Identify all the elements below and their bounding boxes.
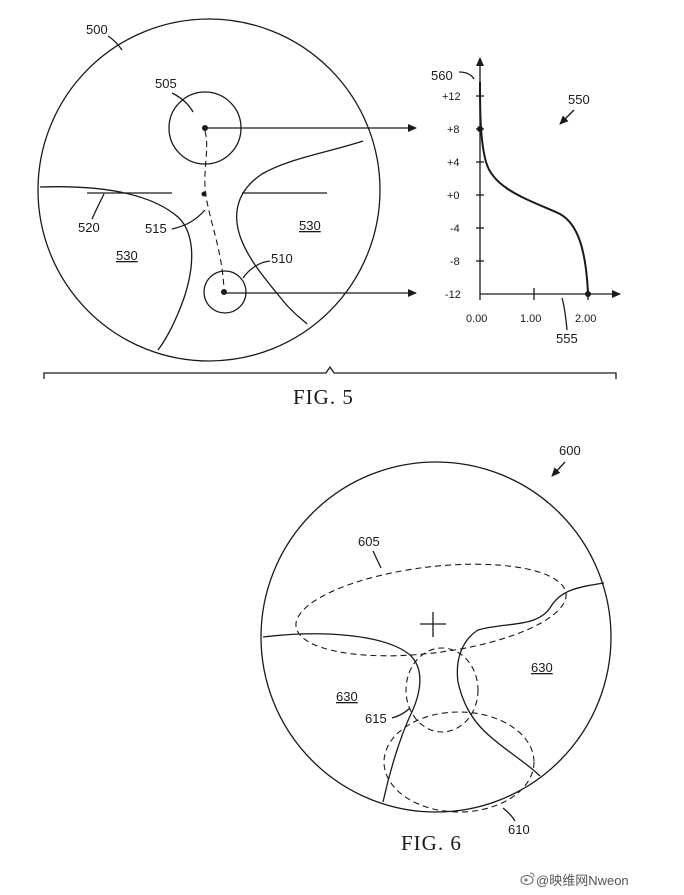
label-515: 515 <box>145 221 167 236</box>
watermark: @映维网Nweon <box>520 872 629 888</box>
watermark-text: @映维网Nweon <box>536 873 629 888</box>
graph-curve <box>479 81 589 295</box>
fig6-boundary-right <box>456 582 605 777</box>
fig5-main-circle <box>37 18 381 362</box>
leader-615 <box>391 707 411 719</box>
fig5-brace <box>43 365 617 379</box>
label-510: 510 <box>271 251 293 266</box>
leader-520 <box>91 193 105 220</box>
x-tick-label: 0.00 <box>466 313 487 325</box>
dashed-ellipse-605 <box>295 563 567 657</box>
y-tick-label: +0 <box>447 190 460 202</box>
graph-point-top <box>477 126 483 132</box>
graph-point-bottom <box>585 291 591 297</box>
label-560: 560 <box>431 68 453 83</box>
label-550: 550 <box>568 92 590 107</box>
label-530-right: 530 <box>299 218 321 233</box>
dashed-ellipse-615 <box>405 647 479 733</box>
label-555: 555 <box>556 331 578 346</box>
arrow-600 <box>551 461 566 477</box>
fig6-caption: FIG. 6 <box>401 831 462 855</box>
label-500: 500 <box>86 22 108 37</box>
leader-560 <box>458 71 475 80</box>
boundary-left <box>39 186 193 351</box>
label-630-right: 630 <box>531 660 553 675</box>
y-tick-label: -4 <box>450 223 460 235</box>
fig6-main-circle <box>260 461 612 813</box>
dashed-ellipse-610 <box>383 711 535 813</box>
label-610: 610 <box>508 822 530 837</box>
leader-610 <box>502 807 516 822</box>
dashed-path-515 <box>204 130 225 290</box>
label-630-left: 630 <box>336 689 358 704</box>
label-600: 600 <box>559 443 581 458</box>
y-tick-label: +4 <box>447 157 460 169</box>
fig5-diagram: 500 505 510 515 520 530 530 <box>37 18 417 362</box>
weibo-logo-icon <box>520 872 535 886</box>
arrow-550 <box>559 109 575 125</box>
y-tick-label: -12 <box>445 289 461 301</box>
leader-515 <box>171 209 206 230</box>
y-tick-label: -8 <box>450 256 460 268</box>
y-tick-label: +8 <box>447 124 460 136</box>
label-615: 615 <box>365 711 387 726</box>
label-505: 505 <box>155 76 177 91</box>
leader-505 <box>171 92 194 113</box>
leader-605 <box>372 550 382 569</box>
leader-510 <box>242 260 271 279</box>
x-tick-label: 1.00 <box>520 313 541 325</box>
fig6-boundary-left <box>262 633 421 803</box>
fig6-diagram: 600 605 615 610 630 630 <box>260 443 612 837</box>
fig5-caption: FIG. 5 <box>293 385 354 409</box>
label-530-left: 530 <box>116 248 138 263</box>
leader-555 <box>561 297 568 331</box>
label-520: 520 <box>78 220 100 235</box>
dot-510 <box>221 289 227 295</box>
boundary-right <box>236 140 364 325</box>
y-tick-label: +12 <box>442 91 461 103</box>
leader-500 <box>107 35 123 51</box>
label-605: 605 <box>358 534 380 549</box>
circle-510 <box>203 270 247 314</box>
fig5-graph-550: +12 +8 +4 +0 -4 -8 -12 0.00 1.00 2.00 56… <box>431 57 621 346</box>
x-tick-label: 2.00 <box>575 313 596 325</box>
dot-505 <box>202 125 208 131</box>
